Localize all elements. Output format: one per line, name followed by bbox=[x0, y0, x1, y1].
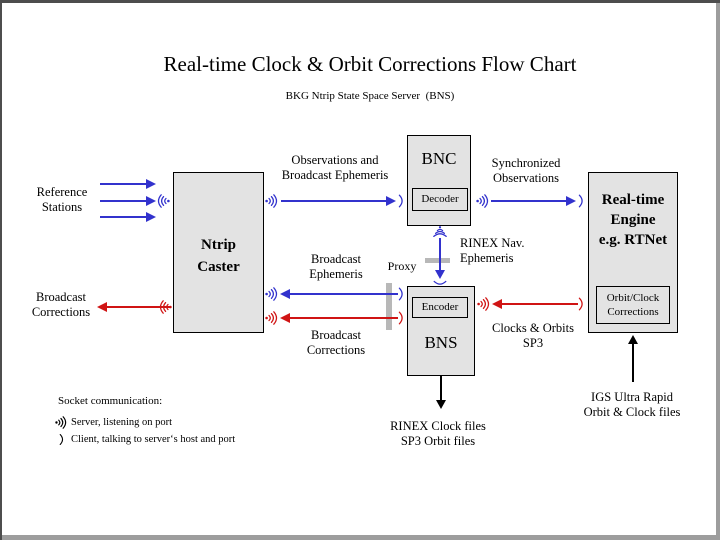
label-proxy: Proxy bbox=[387, 259, 417, 273]
broadcast-ephemeris-line bbox=[290, 293, 398, 295]
broadcast-corrections-up-line bbox=[290, 317, 398, 319]
bnc-box: BNC Decoder bbox=[407, 135, 471, 226]
decoder-module-box: Decoder bbox=[412, 188, 468, 211]
bns-box: Encoder BNS bbox=[407, 286, 475, 376]
broadcast-corrections-up-arrowhead bbox=[280, 313, 290, 323]
encoder-module-box: Encoder bbox=[412, 297, 468, 318]
server-socket-icon bbox=[476, 194, 489, 208]
igs-input-line bbox=[632, 344, 634, 382]
label-broadcast-corrections-up: Broadcast Corrections bbox=[306, 328, 366, 357]
orbit-clock-line1: Orbit/Clock bbox=[606, 292, 660, 304]
clocks-orbits-arrowhead bbox=[492, 299, 502, 309]
broadcast-corrections-arrowhead bbox=[97, 302, 107, 312]
label-igs-ultra-rapid: IGS Ultra Rapid Orbit & Clock files bbox=[583, 390, 681, 419]
bns-output-line bbox=[440, 376, 442, 400]
client-socket-icon bbox=[578, 297, 585, 311]
client-socket-icon bbox=[398, 194, 405, 208]
label-observations-broadcast-ephemeris: Observations and Broadcast Ephemeris bbox=[281, 153, 389, 182]
igs-input-arrowhead bbox=[628, 335, 638, 344]
observations-arrowhead bbox=[386, 196, 396, 206]
server-socket-icon bbox=[477, 297, 490, 311]
page-subtitle: BKG Ntrip State Space Server (BNS) bbox=[285, 90, 455, 102]
server-socket-icon bbox=[157, 194, 170, 208]
realtime-engine-box: Real-time Engine e.g. RTNet Orbit/Clock … bbox=[588, 172, 678, 333]
engine-title-line2: Engine bbox=[610, 212, 656, 228]
proxy-bar-vertical bbox=[386, 283, 392, 330]
ntrip-caster-title-line1: Ntrip bbox=[201, 237, 236, 253]
ref-arrowhead-3 bbox=[146, 212, 156, 222]
legend-server-item: Server, listening on port bbox=[71, 417, 173, 428]
label-broadcast-corrections-out: Broadcast Corrections bbox=[31, 290, 91, 319]
label-synchronized-observations: Synchronized Observations bbox=[491, 156, 561, 185]
label-rinex-nav-ephemeris: RINEX Nav. Ephemeris bbox=[460, 236, 525, 265]
engine-title-line3: e.g. RTNet bbox=[598, 232, 668, 248]
client-socket-icon bbox=[59, 433, 65, 446]
rinex-nav-arrowhead bbox=[435, 270, 445, 279]
server-socket-icon bbox=[265, 311, 278, 325]
client-socket-icon bbox=[398, 287, 405, 301]
client-socket-down-icon bbox=[433, 280, 447, 287]
server-socket-icon bbox=[55, 416, 67, 429]
frame-edge-bottom bbox=[0, 535, 720, 540]
label-broadcast-ephemeris-up: Broadcast Ephemeris bbox=[309, 252, 363, 281]
frame-edge-top bbox=[0, 0, 720, 3]
ref-arrow-line-1 bbox=[100, 183, 146, 185]
label-rinex-clock-files: RINEX Clock files SP3 Orbit files bbox=[390, 419, 486, 448]
ref-arrow-line-2 bbox=[100, 200, 146, 202]
broadcast-ephemeris-arrowhead bbox=[280, 289, 290, 299]
server-socket-icon bbox=[265, 194, 278, 208]
ref-arrowhead-1 bbox=[146, 179, 156, 189]
page-title: Real-time Clock & Orbit Corrections Flow… bbox=[163, 52, 577, 76]
ref-arrowhead-2 bbox=[146, 196, 156, 206]
bnc-title: BNC bbox=[421, 149, 457, 168]
ref-arrow-line-3 bbox=[100, 216, 146, 218]
client-socket-icon bbox=[398, 311, 405, 325]
frame-edge-right bbox=[716, 0, 720, 540]
legend-heading: Socket communication: bbox=[58, 395, 163, 407]
broadcast-corrections-line bbox=[107, 306, 170, 308]
label-clocks-orbits-sp3: Clocks & Orbits SP3 bbox=[492, 321, 574, 350]
ntrip-caster-title-line2: Caster bbox=[197, 259, 240, 275]
sync-observations-line bbox=[491, 200, 566, 202]
server-socket-icon bbox=[159, 300, 172, 314]
bns-output-arrowhead bbox=[436, 400, 446, 409]
orbit-clock-corrections-box: Orbit/Clock Corrections bbox=[596, 286, 670, 324]
clocks-orbits-line bbox=[502, 303, 578, 305]
proxy-bar-horizontal bbox=[425, 258, 450, 263]
frame-edge-left bbox=[0, 0, 2, 540]
observations-line bbox=[281, 200, 386, 202]
client-socket-icon bbox=[578, 194, 585, 208]
server-socket-icon bbox=[265, 287, 278, 301]
server-socket-down-icon bbox=[433, 226, 447, 237]
sync-observations-arrowhead bbox=[566, 196, 576, 206]
engine-title-line1: Real-time bbox=[601, 192, 665, 208]
rinex-nav-line bbox=[439, 238, 441, 270]
orbit-clock-line2: Corrections bbox=[607, 306, 659, 318]
ntrip-caster-box: Ntrip Caster bbox=[173, 172, 264, 333]
label-reference-stations: Reference Stations bbox=[36, 185, 88, 214]
legend-client-item: Client, talking to server‘s host and por… bbox=[71, 434, 236, 445]
bns-title: BNS bbox=[424, 333, 458, 352]
